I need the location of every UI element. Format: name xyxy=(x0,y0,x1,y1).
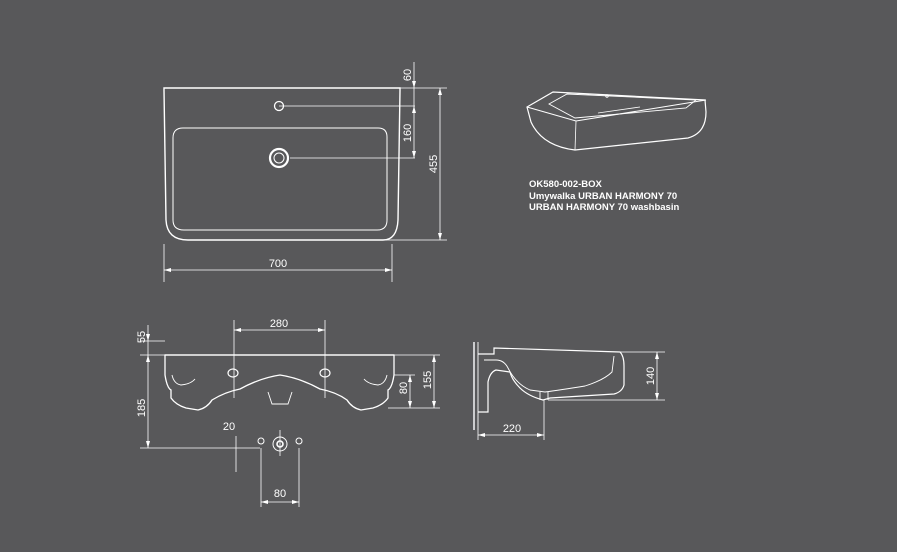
dim-label-overall-height: 155 xyxy=(422,371,434,389)
drain-detail-drawing xyxy=(235,430,303,507)
dim-line-280 xyxy=(234,328,325,332)
dim-line-60-160 xyxy=(412,62,416,158)
product-name-en: URBAN HARMONY 70 washbasin xyxy=(529,202,680,213)
dim-label-drain-offset: 160 xyxy=(402,124,414,142)
dim-line-700 xyxy=(164,268,392,272)
dim-label-tap-spacing: 280 xyxy=(270,318,288,330)
dim-label-height: 455 xyxy=(428,155,440,173)
dim-label-drain-offset: 20 xyxy=(223,421,235,433)
dim-line-220 xyxy=(478,433,544,437)
dim-label-mount-height: 185 xyxy=(136,399,148,417)
dim-line-140 xyxy=(655,352,659,400)
perspective-view-drawing xyxy=(526,91,707,151)
product-name-pl: Umywalka URBAN HARMONY 70 xyxy=(529,190,678,202)
dim-label-rim: 55 xyxy=(136,331,148,343)
side-view-drawing xyxy=(473,342,665,440)
dim-line-55-185 xyxy=(146,325,150,448)
dim-label-drain-spacing: 80 xyxy=(274,488,286,500)
dim-line-80-vertical xyxy=(408,375,412,408)
dim-label-width: 700 xyxy=(269,258,287,270)
product-code: OK580-002-BOX xyxy=(529,179,602,190)
dim-line-80-horizontal xyxy=(261,500,299,504)
front-view-drawing xyxy=(140,320,440,449)
dim-label-tap-offset: 60 xyxy=(402,69,414,81)
dim-line-155 xyxy=(432,355,436,408)
top-view-drawing xyxy=(163,87,447,282)
dim-label-bowl-depth: 80 xyxy=(398,382,410,394)
product-caption: OK580-002-BOX Umywalka URBAN HARMONY 70 … xyxy=(529,179,679,214)
dim-label-side-height: 140 xyxy=(645,367,657,385)
dim-label-depth: 220 xyxy=(503,423,521,435)
dim-line-455 xyxy=(438,88,442,240)
